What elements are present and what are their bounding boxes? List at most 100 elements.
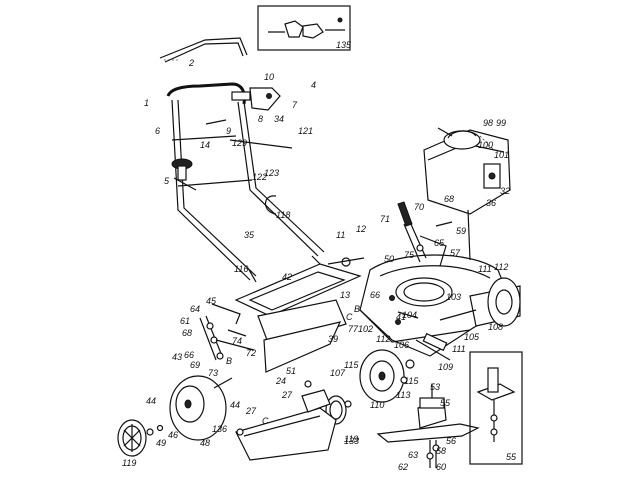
label-102: 102: [358, 324, 373, 334]
rear-plate: [234, 263, 362, 317]
label-5: 5: [164, 176, 170, 186]
label-135: 135: [336, 40, 352, 50]
label-100: 100: [478, 140, 493, 150]
label-44-right: 44: [230, 400, 240, 410]
label-111-mid: 111: [452, 344, 466, 354]
label-107: 107: [330, 368, 346, 378]
label-43: 43: [172, 352, 182, 362]
label-50: 50: [384, 254, 394, 264]
label-119-left: 119: [122, 458, 136, 468]
front-wheel: [359, 349, 415, 403]
label-119-center: 119: [344, 434, 358, 444]
label-68-left: 68: [182, 328, 192, 338]
label-39: 39: [328, 334, 338, 344]
label-14: 14: [200, 140, 210, 150]
label-2: 2: [188, 58, 194, 68]
drive-housing: [415, 277, 521, 361]
label-13: 13: [340, 290, 350, 300]
label-62: 62: [398, 462, 408, 472]
label-118: 118: [276, 210, 290, 220]
label-133: 133: [344, 436, 359, 446]
label-98: 98: [483, 118, 493, 128]
label-6: 6: [155, 126, 160, 136]
label-121: 121: [298, 126, 313, 136]
label-65: 65: [434, 238, 445, 248]
label-136: 136: [212, 424, 227, 434]
label-61: 61: [180, 316, 190, 326]
handle-assembly: [159, 37, 325, 281]
label-112-top: 112: [494, 262, 508, 272]
rear-wheel: [169, 375, 233, 441]
label-42: 42: [282, 272, 292, 282]
label-B-lower: B: [226, 356, 232, 366]
label-105: 105: [464, 332, 480, 342]
label-115-right: 115: [404, 376, 419, 386]
label-70: 70: [414, 202, 424, 212]
label-inset-55: 55: [506, 452, 517, 462]
label-44-left: 44: [146, 396, 156, 406]
label-110: 110: [370, 400, 384, 410]
label-116: 116: [234, 264, 248, 274]
label-45: 45: [206, 296, 217, 306]
label-72: 72: [246, 348, 256, 358]
drive-lever: [397, 201, 453, 267]
label-112-mid: 112: [376, 334, 390, 344]
hubcap-left: [117, 419, 164, 457]
label-49: 49: [156, 438, 166, 448]
label-32: 32: [500, 186, 510, 196]
label-57: 57: [450, 248, 461, 258]
label-35: 35: [244, 230, 255, 240]
label-B-upper: B: [354, 304, 360, 314]
label-69: 69: [190, 360, 200, 370]
label-4: 4: [311, 80, 316, 90]
label-41: 41: [396, 312, 406, 322]
label-9: 9: [226, 126, 231, 136]
label-115-left: 115: [344, 360, 359, 370]
label-53: 53: [430, 382, 440, 392]
label-122: 122: [252, 172, 267, 182]
label-101: 101: [494, 150, 509, 160]
label-99: 99: [496, 118, 506, 128]
label-8: 8: [258, 114, 263, 124]
label-63: 63: [408, 450, 418, 460]
inset-box-135: [257, 5, 351, 51]
label-56: 56: [446, 436, 456, 446]
label-12: 12: [356, 224, 366, 234]
label-24: 24: [275, 376, 286, 386]
label-C-lower: C: [262, 416, 269, 426]
label-106: 106: [394, 340, 409, 350]
label-60: 60: [436, 462, 446, 472]
label-68-top: 68: [444, 194, 454, 204]
label-59: 59: [456, 226, 466, 236]
label-66-left: 66: [184, 350, 194, 360]
label-7: 7: [292, 100, 298, 110]
label-103: 103: [446, 292, 461, 302]
label-104: 104: [402, 310, 417, 320]
label-27-bottom: 27: [245, 406, 257, 416]
label-123: 123: [264, 168, 279, 178]
label-113: 113: [396, 390, 410, 400]
label-48: 48: [200, 438, 210, 448]
engine: [423, 127, 511, 261]
label-109: 109: [438, 362, 453, 372]
label-51: 51: [286, 366, 296, 376]
label-46: 46: [168, 430, 178, 440]
label-108: 108: [488, 322, 503, 332]
label-129: 129: [232, 138, 247, 148]
mower-deck: [359, 254, 511, 357]
handle-knob: [171, 158, 197, 191]
label-11: 11: [336, 230, 345, 240]
label-71: 71: [380, 214, 390, 224]
label-75: 75: [404, 250, 415, 260]
label-34: 34: [274, 114, 284, 124]
label-66: 66: [370, 290, 380, 300]
label-10: 10: [264, 72, 274, 82]
label-58: 58: [436, 446, 446, 456]
label-64: 64: [190, 304, 200, 314]
height-adjust-left: [199, 303, 255, 361]
inset-box-55: [469, 351, 523, 465]
label-77: 77: [348, 324, 359, 334]
rear-deflector: [257, 299, 347, 373]
